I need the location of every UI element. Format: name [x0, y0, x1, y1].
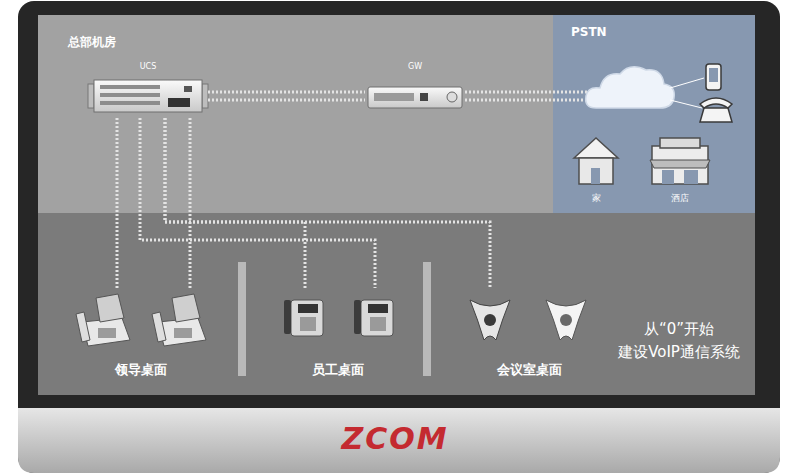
monitor-chin [18, 408, 780, 473]
ucs-button [184, 86, 192, 92]
network-link [165, 118, 305, 288]
network-link [465, 92, 553, 100]
hotel-sign [660, 138, 700, 148]
node-label: 总部机房 [68, 35, 116, 49]
ucs-slot [100, 85, 160, 89]
rack-ear [88, 84, 94, 108]
ip-phone-handset [354, 300, 361, 334]
node-label: 酒店 [671, 193, 689, 204]
desk-group: 会议室桌面 [456, 288, 602, 380]
leader-phone [158, 318, 206, 346]
network-link [140, 118, 375, 288]
leader-phone [82, 318, 130, 346]
node-label: 会议室桌面 [497, 362, 562, 378]
conference-phone [470, 300, 510, 340]
ip-phone [291, 300, 323, 336]
ucs-server [94, 80, 202, 112]
node-label: GW [408, 62, 422, 72]
house-door [591, 168, 600, 184]
house-roof [574, 138, 618, 158]
desk-phone-icon [700, 108, 732, 122]
cloud-link [670, 78, 704, 88]
node-label: 员工桌面 [312, 362, 364, 378]
ucs-slot [100, 93, 160, 97]
leader-phone-display [96, 294, 124, 322]
brand-logo: ZCOM [295, 421, 495, 457]
ucs-slot [100, 101, 160, 105]
mobile-phone-icon [706, 64, 721, 90]
house-body [579, 158, 613, 184]
gateway-device [368, 87, 462, 108]
hotel-awning [650, 160, 710, 168]
node-label: 领导桌面 [115, 362, 167, 378]
monitor-bezel [18, 1, 780, 473]
cloud-link [670, 100, 702, 108]
leader-phone-keys [98, 328, 116, 338]
endpoint-box: 家 [565, 134, 627, 206]
leader-phone-display [172, 294, 200, 322]
device-box: GW [365, 60, 465, 110]
conference-phone-center [560, 314, 572, 326]
node-label: PSTN [571, 25, 607, 39]
endpoint-box: 酒店 [644, 134, 716, 206]
mobile-screen [709, 68, 718, 82]
conference-phone [546, 300, 586, 340]
hotel-window [662, 170, 674, 184]
slogan-text: 从“0”开始 建设VoIP通信系统 [606, 318, 752, 363]
node-label: UCS [140, 62, 157, 72]
server-room-ground [38, 15, 553, 213]
device-box: UCS [88, 60, 208, 118]
gateway-led [420, 93, 428, 101]
network-link [208, 92, 365, 100]
screen-lower-ground [38, 15, 755, 395]
rack-ear [202, 84, 208, 108]
separator-bar [423, 262, 431, 376]
pstn-ground [553, 15, 755, 213]
gateway-knob [447, 92, 457, 102]
leader-phone-handset [76, 312, 90, 342]
separator-bar [238, 262, 246, 376]
leader-phone-keys [174, 328, 192, 338]
ip-phone-keys [370, 317, 386, 331]
node-label: 家 [592, 193, 601, 204]
region-area: PSTN 家 酒店 [553, 15, 755, 213]
hotel-window [684, 170, 698, 184]
region-area: 总部机房 UCS GW [38, 15, 553, 213]
pstn-cloud [586, 67, 675, 108]
desk-phone-handset [700, 98, 732, 108]
ip-phone-handset [284, 300, 291, 334]
desk-group: 员工桌面 [266, 288, 410, 380]
network-link [116, 118, 119, 288]
leader-phone-handset [152, 312, 166, 342]
ip-phone-keys [300, 317, 316, 331]
ip-phone [361, 300, 393, 336]
network-link [165, 118, 490, 288]
conference-phone-center [484, 314, 496, 326]
gateway-ports [374, 93, 414, 101]
desk-group: 领导桌面 [68, 288, 214, 380]
ucs-panel [168, 98, 190, 107]
ip-phone-screen [368, 304, 388, 313]
ip-phone-screen [298, 304, 318, 313]
network-link [189, 118, 192, 288]
